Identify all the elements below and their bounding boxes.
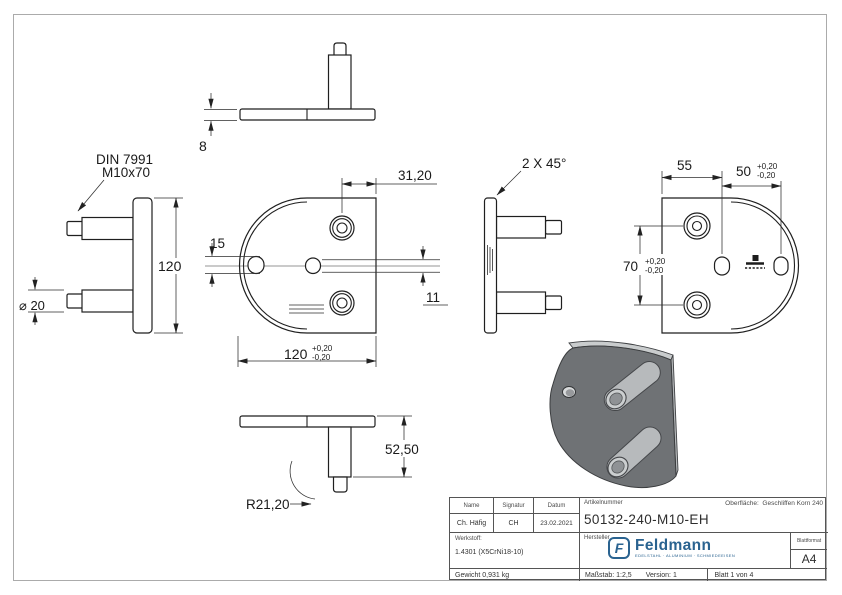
view-3d: [549, 340, 679, 489]
dim-hole-offset: 31,20: [398, 168, 432, 183]
ground-symbol-icon: [745, 255, 765, 269]
blatt-value: Blatt 1 von 4: [714, 571, 754, 579]
signatur-value: CH: [494, 514, 534, 533]
title-block-right: Artikelnummer Oberfläche: Geschliffen Ko…: [579, 498, 828, 581]
gewicht-value: Gewicht 0,931 kg: [455, 571, 510, 579]
name-label: Name: [450, 498, 494, 514]
dim-corner-radius: R21,20: [246, 497, 290, 512]
signatur-label: Signatur: [494, 498, 534, 514]
massstab-value: Maßstab: 1:2,5: [585, 571, 632, 579]
feldmann-logo: F Feldmann EDELSTAHL · ALUMINIUM · SCHMI…: [608, 537, 790, 559]
werkstoff-value: 1.4301 (X5CrNi18-10): [455, 549, 524, 556]
dim-hole-spacing: 70: [623, 259, 638, 274]
view-edge: 2 X 45°: [483, 156, 566, 334]
hersteller-label: Hersteller: [584, 535, 610, 541]
feldmann-mark-letter: F: [614, 540, 624, 556]
view-left-side: DIN 7991 M10x70 120 ⌀ 20: [19, 152, 185, 334]
dim-slot-center: 11: [426, 290, 440, 305]
dim-slot-to-slot-tol-plus: +0,20: [757, 162, 778, 171]
feldmann-wordmark: Feldmann: [635, 536, 712, 554]
dim-slot-left: 15: [210, 236, 225, 251]
datum-value: 23.02.2021: [534, 514, 579, 533]
dim-plate-width-tol-plus: +0,20: [312, 344, 333, 353]
view-back: 55 50 +0,20 -0,20 70 +0,20 -0,20: [621, 158, 800, 334]
dim-plate-thickness: 8: [199, 138, 207, 154]
view-front: 31,20 15 11 120 +0,20 -0,20: [205, 168, 448, 367]
dim-plate-width: 120: [284, 346, 308, 362]
name-value: Ch. Häfig: [450, 514, 494, 533]
werkstoff-label: Werkstoff:: [455, 536, 482, 542]
oberflaeche-value: Geschliffen Korn 240: [762, 500, 823, 507]
dim-slot-to-slot-tol-minus: -0,20: [757, 171, 776, 180]
title-block-left: Name Signatur Datum Ch. Häfig CH 23.02.2…: [450, 498, 579, 581]
artikelnummer-label: Artikelnummer: [584, 500, 623, 506]
dim-chamfer: 2 X 45°: [522, 156, 566, 171]
feldmann-mark-icon: F: [608, 537, 630, 559]
dim-plate-width-tol-minus: -0,20: [312, 353, 331, 362]
blattformat-label: Blattformat: [791, 533, 827, 550]
drawing-frame: [13, 14, 827, 581]
dim-hole-spacing-tol-minus: -0,20: [645, 266, 664, 275]
dim-plate-height: 120: [158, 258, 182, 274]
view-bottom: 52,50 R21,20: [239, 415, 425, 512]
dim-edge-to-slot: 55: [677, 158, 692, 173]
oberflaeche-label: Oberfläche:: [725, 500, 759, 507]
dim-hole-spacing-tol-plus: +0,20: [645, 257, 666, 266]
view-top: 8: [199, 42, 376, 154]
version-value: Version: 1: [645, 571, 677, 579]
dim-slot-to-slot: 50: [736, 164, 751, 179]
dim-stud-length: 52,50: [385, 442, 419, 457]
dim-stud-diameter: ⌀ 20: [19, 298, 45, 313]
title-block: Name Signatur Datum Ch. Häfig CH 23.02.2…: [449, 497, 828, 581]
din-callout-line2: M10x70: [102, 165, 150, 180]
blattformat-value: A4: [801, 552, 817, 566]
feldmann-tagline: EDELSTAHL · ALUMINIUM · SCHMIEDEEISEN: [635, 552, 736, 558]
artikelnummer-value: 50132-240-M10-EH: [584, 512, 709, 527]
din-callout-line1: DIN 7991: [96, 152, 153, 167]
datum-label: Datum: [534, 498, 579, 514]
